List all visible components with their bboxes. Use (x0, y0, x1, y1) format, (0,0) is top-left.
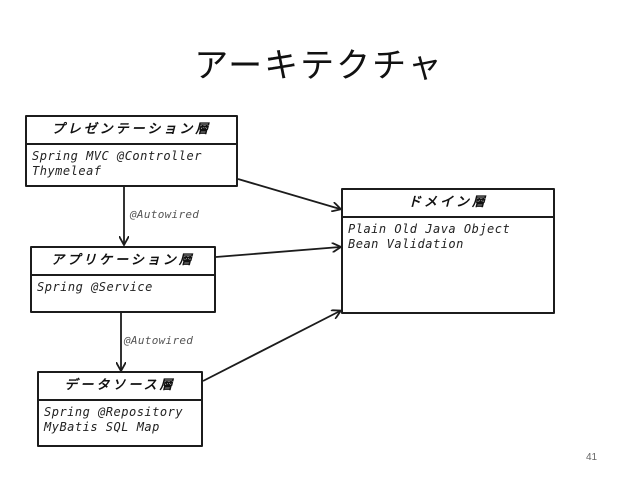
presentation-layer-line: Thymeleaf (32, 164, 102, 178)
datasource-layer-title: データソース層 (39, 373, 201, 401)
autowired-label: @Autowired (130, 208, 200, 221)
autowired-label: @Autowired (124, 334, 194, 347)
datasource-layer-box: データソース層 Spring @Repository MyBatis SQL M… (37, 371, 203, 447)
page-number: 41 (586, 452, 598, 463)
domain-layer-title: ドメイン層 (343, 190, 553, 218)
presentation-layer-title: プレゼンテーション層 (27, 117, 236, 145)
presentation-layer-box: プレゼンテーション層 Spring MVC @Controller Thymel… (25, 115, 238, 187)
edge-datasource-domain (202, 311, 340, 382)
datasource-layer-line: Spring @Repository (44, 405, 184, 419)
application-layer-box: アプリケーション層 Spring @Service (30, 246, 216, 313)
slide-title: アーキテクチャ (194, 46, 444, 86)
presentation-layer-line: Spring MVC @Controller (32, 149, 202, 163)
edge-application-domain (215, 247, 340, 258)
domain-layer-box: ドメイン層 Plain Old Java Object Bean Validat… (341, 188, 555, 314)
datasource-layer-body: Spring @Repository MyBatis SQL Map (39, 401, 201, 435)
domain-layer-body: Plain Old Java Object Bean Validation (343, 218, 553, 252)
application-layer-body: Spring @Service (32, 276, 214, 295)
domain-layer-line: Plain Old Java Object (348, 222, 511, 236)
domain-layer-line: Bean Validation (348, 237, 464, 251)
datasource-layer-line: MyBatis SQL Map (44, 420, 160, 434)
application-layer-line: Spring @Service (37, 280, 153, 294)
presentation-layer-body: Spring MVC @Controller Thymeleaf (27, 145, 236, 179)
edge-presentation-domain (237, 178, 340, 209)
application-layer-title: アプリケーション層 (32, 248, 214, 276)
